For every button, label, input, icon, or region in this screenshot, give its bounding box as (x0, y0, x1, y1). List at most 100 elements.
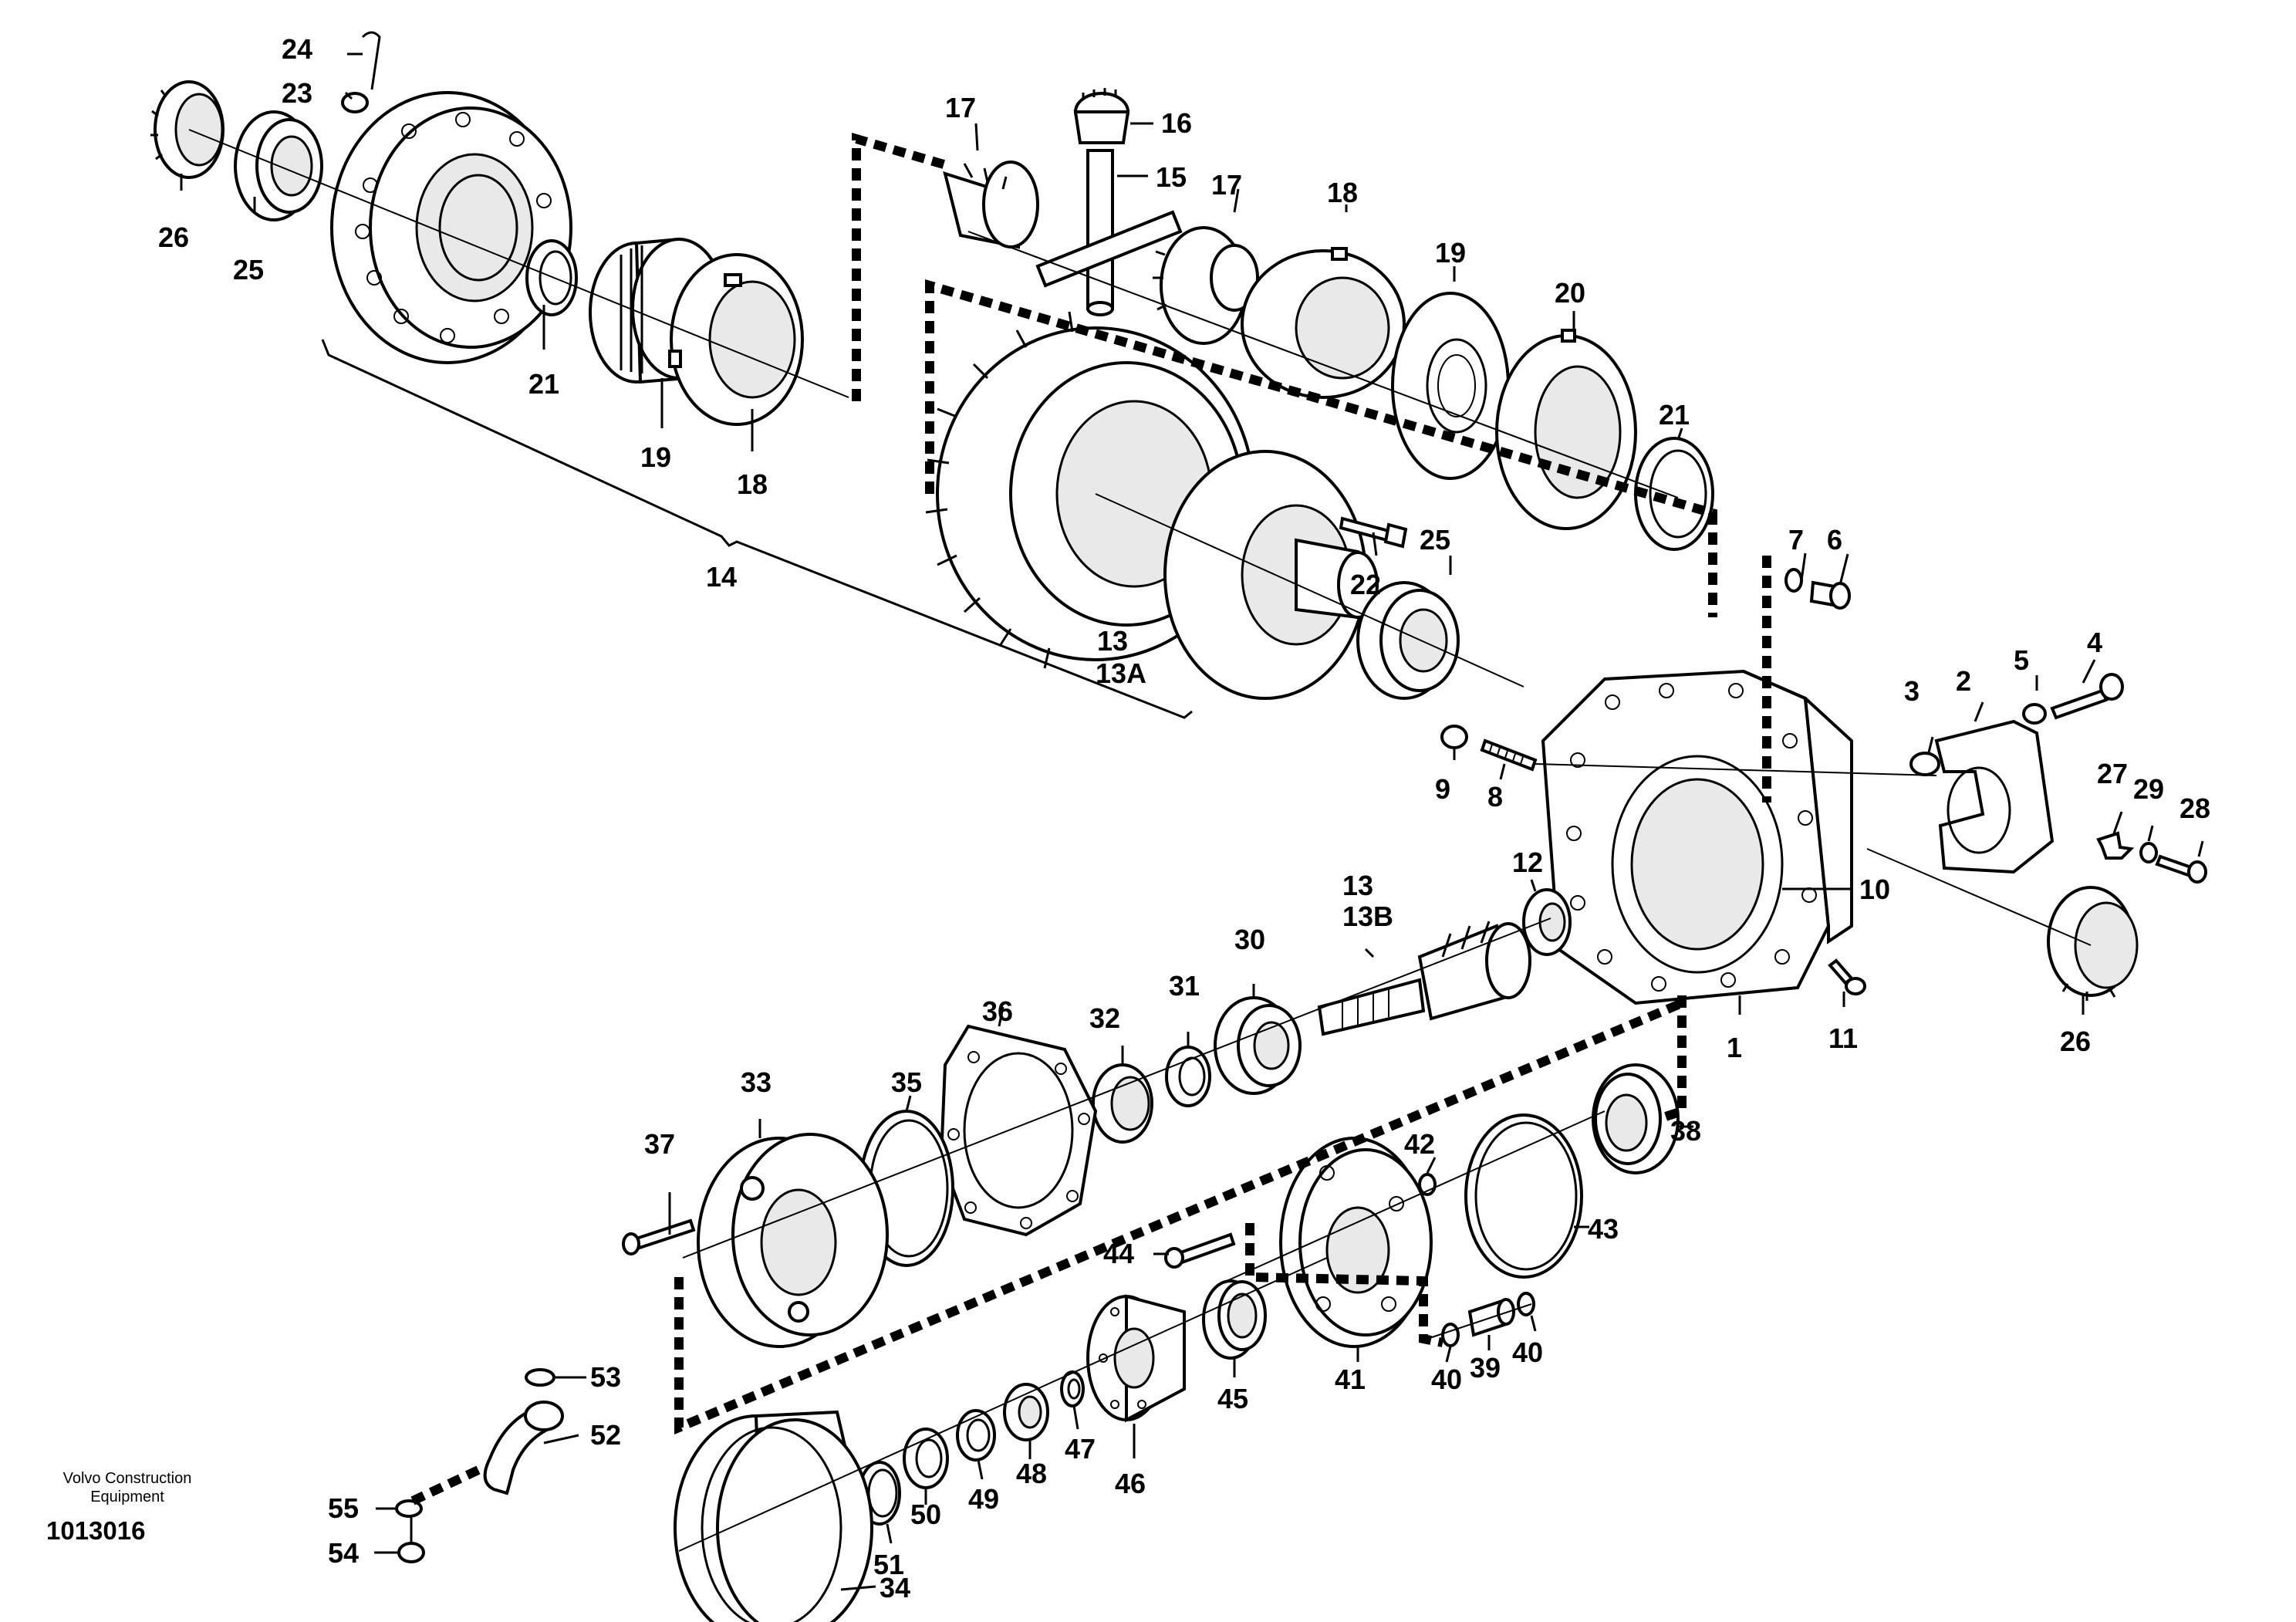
part-52-elbow (483, 1401, 564, 1495)
callout-2: 2 (1956, 665, 1971, 697)
part-43-o-ring (1464, 1113, 1583, 1279)
brand-line-2: Equipment (90, 1489, 164, 1505)
callout-27: 27 (2097, 758, 2128, 789)
part-22-bolt (1339, 516, 1408, 549)
part-40-o-ring-left (1441, 1323, 1460, 1347)
callout-47: 47 (1065, 1433, 1096, 1465)
callout-13b: 13B (1342, 901, 1393, 932)
callout-5: 5 (2014, 644, 2029, 676)
part-28-bolt (2155, 854, 2207, 884)
part-18-sleeve-right (1241, 247, 1406, 399)
part-30-bearing (1214, 996, 1302, 1095)
callout-32: 32 (1089, 1002, 1120, 1034)
callout-53: 53 (590, 1361, 621, 1393)
part-45-seal (1202, 1279, 1267, 1360)
center-lines (188, 129, 2092, 1552)
part-differential-case (1163, 450, 1379, 700)
part-16-gear (1073, 88, 1130, 144)
callout-52: 52 (590, 1419, 621, 1451)
callout-labels: 24 23 26 25 21 19 18 14 17 16 15 17 18 1… (158, 33, 2210, 1603)
callout-26-top: 26 (158, 221, 189, 253)
part-44-bolt (1164, 1232, 1236, 1269)
callout-45: 45 (1217, 1383, 1248, 1414)
callout-31: 31 (1169, 970, 1200, 1002)
part-23-nut (341, 92, 369, 113)
callout-17-right: 17 (1211, 169, 1242, 201)
part-37-bolt (622, 1218, 696, 1255)
part-32-seal (1092, 1063, 1153, 1144)
part-26-ring-right (2047, 886, 2139, 1001)
part-50-tab-washer (903, 1428, 949, 1489)
callout-34: 34 (880, 1572, 910, 1603)
part-13-pinion-shaft (1317, 921, 1531, 1036)
part-7-o-ring (1784, 568, 1803, 593)
callout-40-left: 40 (1431, 1363, 1462, 1395)
footer: Volvo Construction Equipment 1013016 (46, 1470, 191, 1545)
callout-25-top: 25 (233, 254, 264, 286)
bracket-14 (321, 339, 1193, 719)
callout-18-top: 18 (737, 468, 768, 500)
callout-20: 20 (1555, 277, 1585, 309)
callout-9: 9 (1435, 773, 1450, 805)
part-53-o-ring (525, 1368, 555, 1387)
callout-18-right: 18 (1327, 177, 1358, 208)
callout-30: 30 (1234, 924, 1265, 955)
callout-23: 23 (282, 77, 312, 109)
part-8-stud (1480, 738, 1538, 772)
part-9-nut (1440, 725, 1468, 749)
callout-26-right: 26 (2060, 1026, 2091, 1057)
part-47-washer (1060, 1370, 1085, 1407)
callout-35: 35 (891, 1066, 922, 1098)
callout-43: 43 (1588, 1213, 1619, 1245)
callout-28: 28 (2180, 792, 2210, 824)
callout-51: 51 (873, 1549, 904, 1580)
part-48-nut (1003, 1383, 1049, 1441)
callout-42: 42 (1404, 1128, 1435, 1160)
callout-46: 46 (1115, 1468, 1146, 1499)
callout-1: 1 (1727, 1032, 1742, 1063)
part-46-output-flange (1086, 1294, 1186, 1423)
callout-4: 4 (2087, 627, 2102, 658)
dashed-connectors (410, 133, 1771, 1505)
part-24-cotter-pin (361, 31, 381, 90)
callout-33: 33 (741, 1066, 772, 1098)
part-41-flange-plate (1279, 1137, 1433, 1348)
callout-38: 38 (1670, 1115, 1701, 1147)
callout-3: 3 (1904, 675, 1920, 707)
callout-13-top: 13 (1097, 625, 1128, 657)
part-15-cross-shaft (1035, 149, 1183, 316)
callout-41: 41 (1335, 1363, 1366, 1395)
part-differential-housing-left (330, 91, 572, 364)
part-21-washer-top (525, 239, 578, 316)
part-21-washer-right (1634, 437, 1714, 551)
callout-8: 8 (1487, 781, 1503, 813)
callout-49: 49 (968, 1483, 999, 1515)
callout-13-bottom: 13 (1342, 870, 1373, 901)
callout-14: 14 (706, 561, 737, 593)
part-4-bolt (2050, 673, 2124, 720)
callout-16: 16 (1161, 107, 1192, 139)
part-25-bearing-right (1356, 581, 1460, 700)
callout-37: 37 (644, 1128, 675, 1160)
callout-21-top: 21 (528, 368, 559, 400)
callout-6: 6 (1827, 524, 1842, 556)
part-11-bolt (1828, 958, 1866, 995)
part-38-bearing (1592, 1063, 1680, 1174)
part-31-spacer (1165, 1046, 1211, 1107)
callout-11: 11 (1828, 1022, 1858, 1054)
part-1-carrier-housing (1541, 669, 1853, 1005)
callout-10: 10 (1859, 874, 1890, 905)
callout-19-top: 19 (640, 441, 671, 473)
part-6-plug (1809, 580, 1851, 610)
part-17-bevel-gear-right (1153, 226, 1259, 345)
drawing-number: 1013016 (46, 1516, 145, 1545)
part-25-bearing-top (234, 110, 323, 221)
part-54-bolt (397, 1516, 425, 1563)
part-17-bevel-gear-left (943, 161, 1039, 249)
callout-40-right: 40 (1512, 1336, 1543, 1368)
callout-21-right: 21 (1659, 399, 1690, 431)
part-49-lock-washer (956, 1409, 996, 1461)
callout-17-left: 17 (945, 92, 976, 123)
part-2-bearing-cap (1934, 719, 2055, 874)
